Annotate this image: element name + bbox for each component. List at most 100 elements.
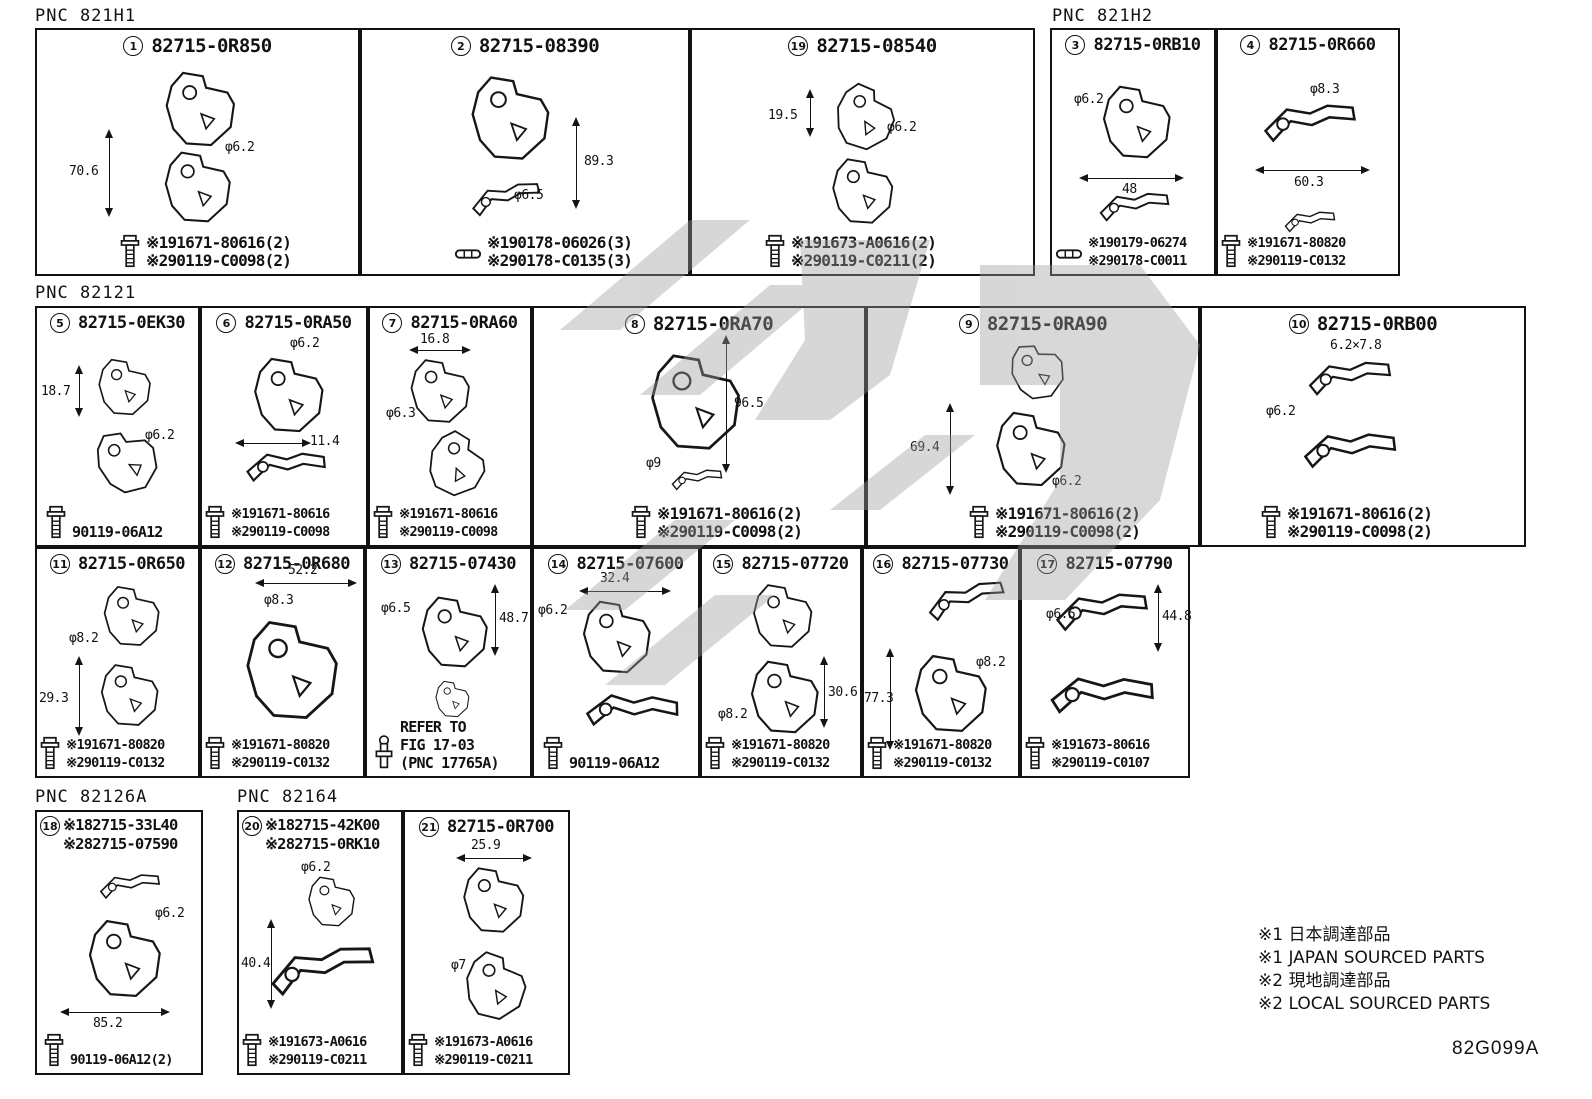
part-number-label: 82715-0R650 [77, 554, 186, 574]
dimension-label: 70.6 [69, 164, 99, 179]
fastener-note: ※190179-06274 ※290178-C0011 [1055, 234, 1187, 270]
fastener-part-label: 90119-06A12(2) [70, 1052, 173, 1068]
part-number-label: 82715-0R700 [446, 817, 555, 837]
part-panel-3: 3 82715-0RB10 φ6.2 48 ※190179-06274 ※290… [1050, 28, 1216, 276]
circled-index: 10 [1288, 314, 1309, 334]
part-number-label: ※282715-0RK10 [265, 835, 380, 853]
fastener-note: ※191673-80616 ※290119-C0107 [1024, 734, 1150, 772]
bracket-drawing [85, 661, 173, 729]
dimension-label: φ8.3 [1310, 82, 1340, 97]
fastener-note: ※191673-A0616 ※290119-C0211 [407, 1031, 533, 1069]
circled-index: 20 [242, 816, 262, 836]
fastener-part-label: ※190179-06274 [1088, 235, 1187, 251]
dimension-arrow [820, 656, 828, 728]
dimension-arrow [409, 346, 471, 354]
part-panel-9: 9 82715-0RA90 69.4 φ6.2 ※191671-80616(2)… [866, 306, 1200, 547]
part-number-label: 82715-0EK30 [77, 313, 186, 333]
fastener-note: 90119-06A12 [45, 503, 163, 541]
bracket-drawing [432, 173, 581, 232]
part-panel-4: 4 82715-0R660 φ8.3 60.3 ※191671-80820 ※2… [1216, 28, 1400, 276]
bracket-drawing [1092, 82, 1180, 162]
circled-index: 8 [624, 314, 645, 334]
circled-index: 14 [548, 554, 569, 574]
circled-index: 1 [123, 36, 144, 56]
dimension-arrow [456, 854, 532, 862]
pin-icon [1055, 248, 1083, 260]
group-label-82126a: PNC 82126A [35, 787, 148, 807]
bracket-drawing [285, 874, 377, 929]
bolt-icon [1024, 734, 1046, 772]
part-number-label: 82715-0RA90 [986, 313, 1108, 335]
dimension-label: φ7 [451, 958, 466, 973]
dimension-label: 52.2 [288, 563, 318, 578]
fastener-part-label: ※191671-80616(2) [146, 233, 292, 252]
part-panel-13: 13 82715-07430 φ6.5 48.7 REFER TO FIG 17… [365, 547, 532, 778]
circled-index: 13 [380, 554, 401, 574]
fastener-part-label: ※191671-80820 [893, 737, 992, 753]
bracket-drawing [137, 148, 257, 226]
part-panel-12: 12 82715-0R680 52.2 φ8.3 ※191671-80820 ※… [200, 547, 365, 778]
part-number-label: 82715-07430 [408, 554, 517, 574]
dimension-label: 30.6 [828, 685, 858, 700]
fastener-note: REFER TO FIG 17-03 (PNC 17765A) [373, 718, 500, 772]
footnote-jp-2: ※2 現地調達部品 [1258, 971, 1391, 991]
dimension-label: φ8.3 [264, 593, 294, 608]
bolt-icon [372, 503, 394, 541]
footnotes: ※1 日本調達部品 ※1 JAPAN SOURCED PARTS ※2 現地調達… [1258, 924, 1490, 1016]
circled-index: 2 [450, 36, 471, 56]
bracket-drawing [85, 356, 163, 418]
dimension-label: 48.7 [499, 611, 529, 626]
panel-header: 12 82715-0R680 [202, 554, 363, 574]
bracket-drawing [1240, 98, 1380, 156]
dimension-label: φ6.2 [1052, 474, 1082, 489]
panel-header: 4 82715-0R660 [1218, 35, 1398, 55]
fastener-note: ※191671-80820 ※290119-C0132 [204, 734, 330, 772]
bracket-drawing [923, 574, 1011, 635]
part-number-label: 82715-07790 [1065, 554, 1173, 574]
fastener-note: ※191671-80820 ※290119-C0132 [39, 734, 165, 772]
panel-header: 13 82715-07430 [367, 554, 530, 574]
footnote-jp-1: ※1 日本調達部品 [1258, 925, 1391, 945]
bracket-drawing [642, 348, 747, 456]
bolt-icon [704, 734, 726, 772]
fastener-part-label: ※290119-C0132 [731, 755, 830, 771]
bolt-icon [764, 232, 786, 270]
fastener-part-label: ※290119-C0132 [893, 755, 992, 771]
dimension-label: 40.4 [241, 956, 271, 971]
part-number-label: 82715-0RB10 [1093, 35, 1201, 55]
fastener-note: ※190178-06026(3) ※290178-C0135(3) [454, 234, 633, 270]
fastener-note: ※191671-80616(2) ※290119-C0098(2) [1260, 503, 1433, 541]
dimension-label: 89.3 [584, 154, 614, 169]
dimension-label: φ6.5 [1046, 607, 1076, 622]
stud-icon [373, 734, 395, 772]
fastener-part-label: ※290119-C0211 [434, 1052, 533, 1068]
figure-code: 82G099A [1452, 1038, 1540, 1059]
fastener-part-label: ※290119-C0098(2) [657, 522, 803, 541]
bracket-drawing [566, 597, 666, 677]
fastener-part-label: ※191671-80616 [399, 506, 498, 522]
fastener-ref-label: (PNC 17765A) [400, 754, 500, 772]
fastener-note: ※191671-80616(2) ※290119-C0098(2) [119, 232, 292, 270]
bracket-drawing [990, 332, 1083, 410]
dimension-label: 29.3 [39, 691, 69, 706]
part-panel-15: 15 82715-07720 30.6 φ8.2 ※191671-80820 ※… [700, 547, 862, 778]
fastener-part-label: ※191673-A0616 [434, 1034, 533, 1050]
bolt-icon [241, 1031, 263, 1069]
dimension-arrow [267, 919, 275, 1009]
dimension-label: 69.4 [910, 440, 940, 455]
dimension-label: φ6.2 [145, 428, 175, 443]
fastener-part-label: ※290119-C0098(2) [146, 251, 292, 270]
dimension-label: 44.8 [1162, 609, 1192, 624]
fastener-part-label: ※191671-80820 [66, 737, 165, 753]
panel-header: 6 82715-0RA50 [202, 313, 366, 333]
dimension-label: 32.4 [600, 571, 630, 586]
panel-header: 21 82715-0R700 [405, 817, 568, 837]
part-panel-20: 20 ※182715-42K00 ※282715-0RK10 φ6.2 40.4… [237, 810, 403, 1075]
circled-index: 5 [49, 313, 70, 333]
dimension-arrow [60, 1008, 170, 1016]
fastener-part-label: ※290119-C0211 [268, 1052, 367, 1068]
panel-header: 15 82715-07720 [702, 554, 860, 574]
fastener-part-label: ※290119-C0132 [1247, 253, 1346, 269]
bracket-drawing [152, 68, 247, 150]
dimension-arrow [806, 89, 814, 137]
